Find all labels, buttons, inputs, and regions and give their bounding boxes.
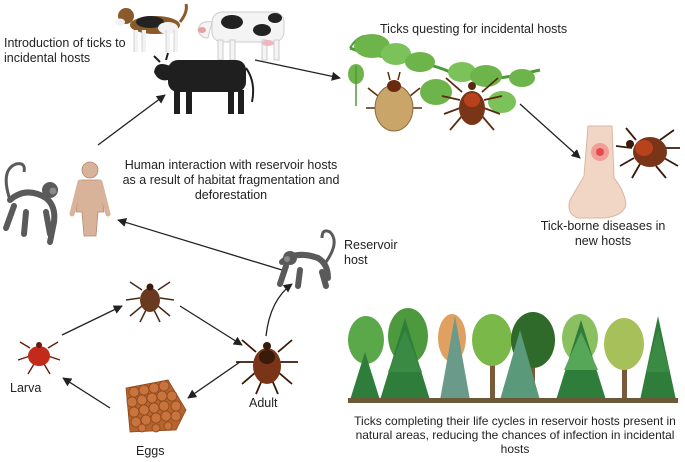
human-illustration: [72, 162, 108, 236]
foot-illustration: [569, 126, 626, 218]
arrow-humans-to-livestock: [98, 95, 165, 145]
arrow-livestock-to-questing: [255, 60, 340, 78]
reservoir-monkey-illustration: [280, 231, 334, 286]
arrow-adult-to-reservoir: [266, 284, 292, 336]
label-introduction: Introduction of ticks to incidental host…: [4, 36, 130, 66]
label-reservoir-host: Reservoir host: [344, 238, 406, 268]
label-questing: Ticks questing for incidental hosts: [380, 22, 610, 37]
label-human-interaction: Human interaction with reservoir hosts a…: [120, 158, 342, 203]
engorged-tick-icon: [366, 72, 422, 131]
larva-tick-icon: [18, 342, 60, 374]
label-tick-borne-diseases: Tick-borne diseases in new hosts: [528, 219, 678, 249]
arrow-adult-to-eggs: [188, 362, 240, 398]
forest-illustration: [348, 308, 678, 403]
black-cow-illustration: [154, 53, 253, 114]
arrow-eggs-to-larva: [63, 378, 110, 408]
arrow-questing-to-foot: [520, 104, 580, 158]
eggs-cluster-icon: [126, 380, 186, 432]
monkey-left-illustration: [6, 164, 58, 242]
biting-tick-icon: [616, 128, 680, 178]
adult-tick-icon: [236, 340, 298, 394]
arrow-larva-to-nymph: [62, 306, 122, 335]
nymph-tick-icon: [126, 282, 174, 322]
arrow-nymph-to-adult: [180, 306, 242, 345]
label-life-cycles: Ticks completing their life cycles in re…: [352, 414, 678, 456]
label-eggs: Eggs: [136, 444, 186, 459]
label-larva: Larva: [10, 381, 60, 396]
arrow-reservoir-to-humans: [118, 220, 282, 270]
label-adult: Adult: [249, 396, 299, 411]
white-cow-illustration: [198, 12, 284, 60]
